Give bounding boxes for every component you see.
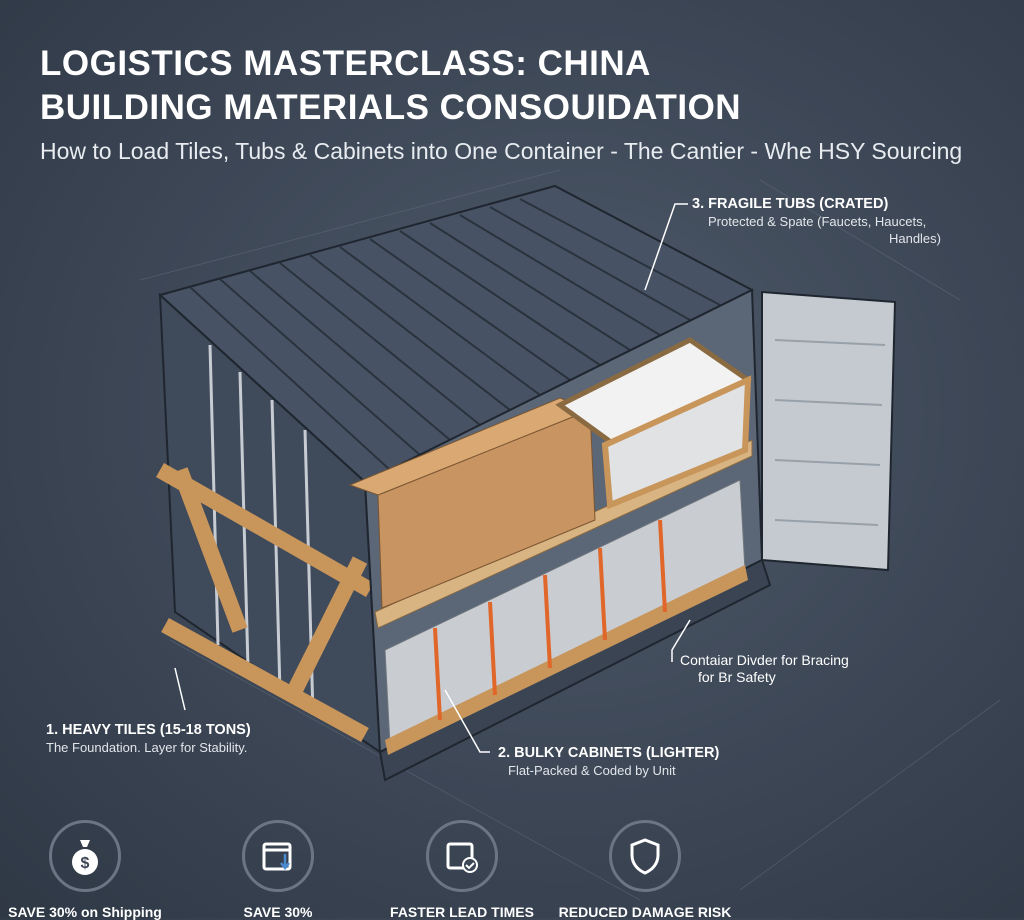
callout-desc: Protected & Spate (Faucets, Haucets, — [708, 214, 927, 229]
tile-pallets — [384, 479, 748, 755]
shield-icon — [630, 838, 660, 875]
callout-bulky-cabinets: 2. BULKY CABINETS (LIGHTER) Flat-Packed … — [498, 745, 719, 779]
money-bag-icon: $ — [72, 840, 98, 875]
feature-label: SAVE 30% — [243, 904, 313, 920]
callout-fragile-tubs: 3. FRAGILE TUBS (CRATED) Protected & Spa… — [692, 196, 941, 247]
page-title: LOGISTICS MASTERCLASS: CHINA BUILDING MA… — [40, 42, 741, 130]
callout-title: Contaiar Divder for Bracing — [680, 652, 849, 668]
feature-lead-times: FASTER LEAD TIMES — [362, 820, 562, 920]
title-line-2: BUILDING MATERIALS CONSOUIDATION — [40, 88, 742, 127]
feature-label: FASTER LEAD TIMES — [390, 904, 534, 920]
cabinet-boxes — [348, 397, 596, 609]
title-line-1: LOGISTICS MASTERCLASS: CHINA — [40, 44, 651, 83]
callout-desc: The Foundation. Layer for Stability. — [46, 740, 248, 755]
roof-corrugation — [189, 198, 721, 471]
callout-title: 2. BULKY CABINETS (LIGHTER) — [498, 745, 720, 761]
leader-lines — [174, 203, 691, 753]
callout-desc: Handles) — [888, 231, 941, 246]
feature-save-shipping: $ SAVE 30% on Shipping — [0, 820, 185, 920]
feature-save: SAVE 30% — [178, 820, 378, 920]
calendar-check-icon — [446, 842, 478, 873]
callout-desc: for Br Safety — [698, 669, 776, 685]
calendar-download-icon — [262, 842, 292, 871]
svg-text:$: $ — [81, 855, 90, 872]
callout-divider: Contaiar Divder for Bracing for Br Safet… — [680, 652, 849, 686]
container-open-door — [761, 290, 897, 572]
subtitle: How to Load Tiles, Tubs & Cabinets into … — [40, 138, 963, 164]
wood-bracing — [156, 463, 374, 743]
callout-heavy-tiles: 1. HEAVY TILES (15-18 TONS) The Foundati… — [46, 722, 251, 756]
callout-desc: Flat-Packed & Coded by Unit — [508, 763, 676, 778]
callout-title: 3. FRAGILE TUBS (CRATED) — [692, 196, 889, 212]
guide-lines — [139, 169, 1001, 901]
tub-crate — [555, 337, 753, 510]
callout-title: 1. HEAVY TILES (15-18 TONS) — [46, 722, 251, 738]
feature-label: REDUCED DAMAGE RISK — [558, 904, 732, 920]
feature-label: SAVE 30% on Shipping — [8, 904, 162, 920]
feature-damage-risk: REDUCED DAMAGE RISK — [545, 820, 745, 920]
